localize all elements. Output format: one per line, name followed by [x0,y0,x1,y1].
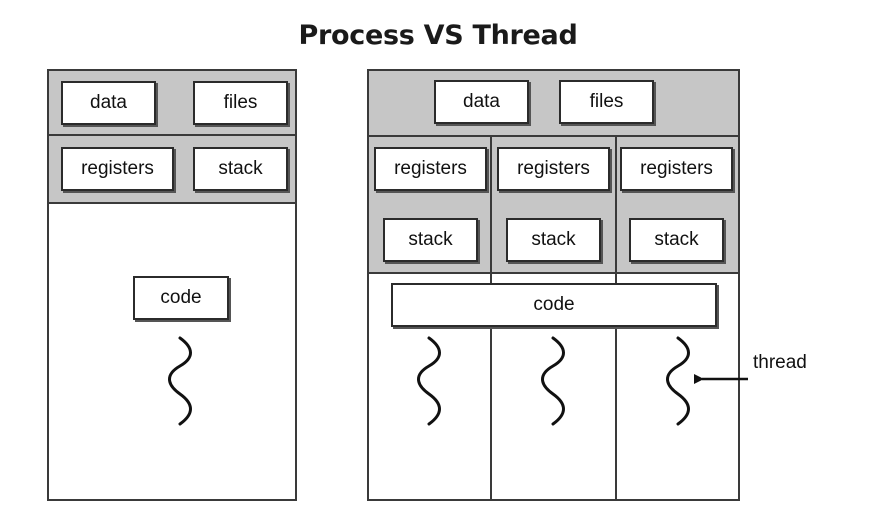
thread-1-stack-box: stack [383,218,478,262]
files-box: files [193,81,288,125]
files-box: files [559,80,654,124]
thread-1-registers-box: registers [374,147,487,191]
divider [49,202,295,204]
thread-3-stack-box: stack [629,218,724,262]
divider [369,135,738,137]
shared-resources-area [369,71,738,135]
divider [369,272,738,274]
diagram-title: Process VS Thread [298,20,578,51]
thread-3-registers-box: registers [620,147,733,191]
thread-squiggle-icon [666,336,690,426]
divider [49,134,295,136]
registers-box: registers [61,147,174,191]
stack-box: stack [193,147,288,191]
thread-squiggle-icon [168,336,192,426]
data-box: data [61,81,156,125]
data-box: data [434,80,529,124]
thread-squiggle-icon [417,336,441,426]
thread-2-registers-box: registers [497,147,610,191]
thread-annotation-label: thread [753,352,807,373]
thread-2-stack-box: stack [506,218,601,262]
shared-code-box: code [391,283,717,327]
code-box: code [133,276,229,320]
thread-squiggle-icon [541,336,565,426]
